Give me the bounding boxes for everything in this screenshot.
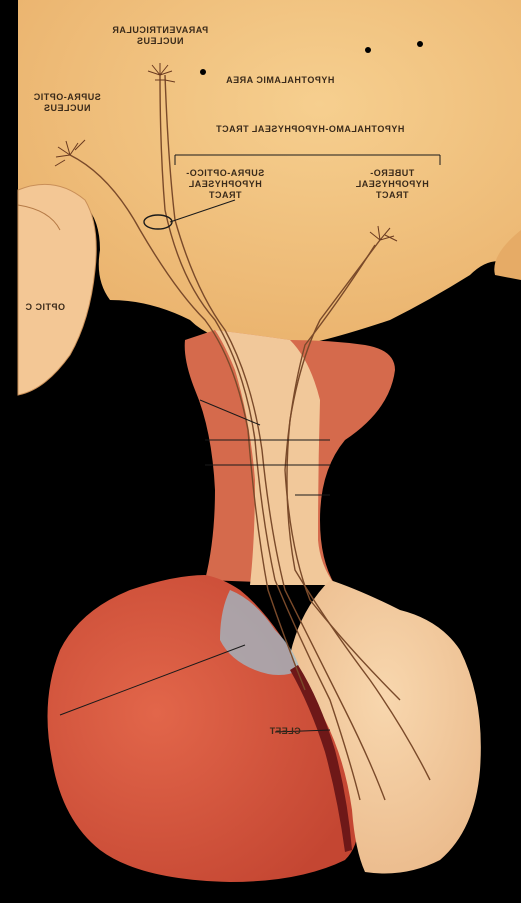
label-optic-chiasm: OPTIC C <box>20 302 70 313</box>
label-paraventricular: PARAVENTRICULAR NUCLEUS <box>95 25 225 47</box>
label-tubero-hypophyseal-tract: TUBERO- HYPOPHYSEAL TRACT <box>352 168 432 201</box>
label-supraoptico-hypophyseal-tract: SUPRA-OPTICO- HYPOPHYSEAL TRACT <box>180 168 270 201</box>
label-supraoptic-nucleus: SUPRA-OPTIC NUCLEUS <box>22 92 112 114</box>
label-cleft: CLEFT <box>265 726 305 737</box>
label-hypothalamo-hypophyseal-tract: HYPOTHALAMO-HYPOPHYSEAL TRACT <box>190 124 430 135</box>
optic-chiasm <box>18 184 96 395</box>
label-hypothalamic-area: HYPOTHALAMIC AREA <box>210 75 350 86</box>
